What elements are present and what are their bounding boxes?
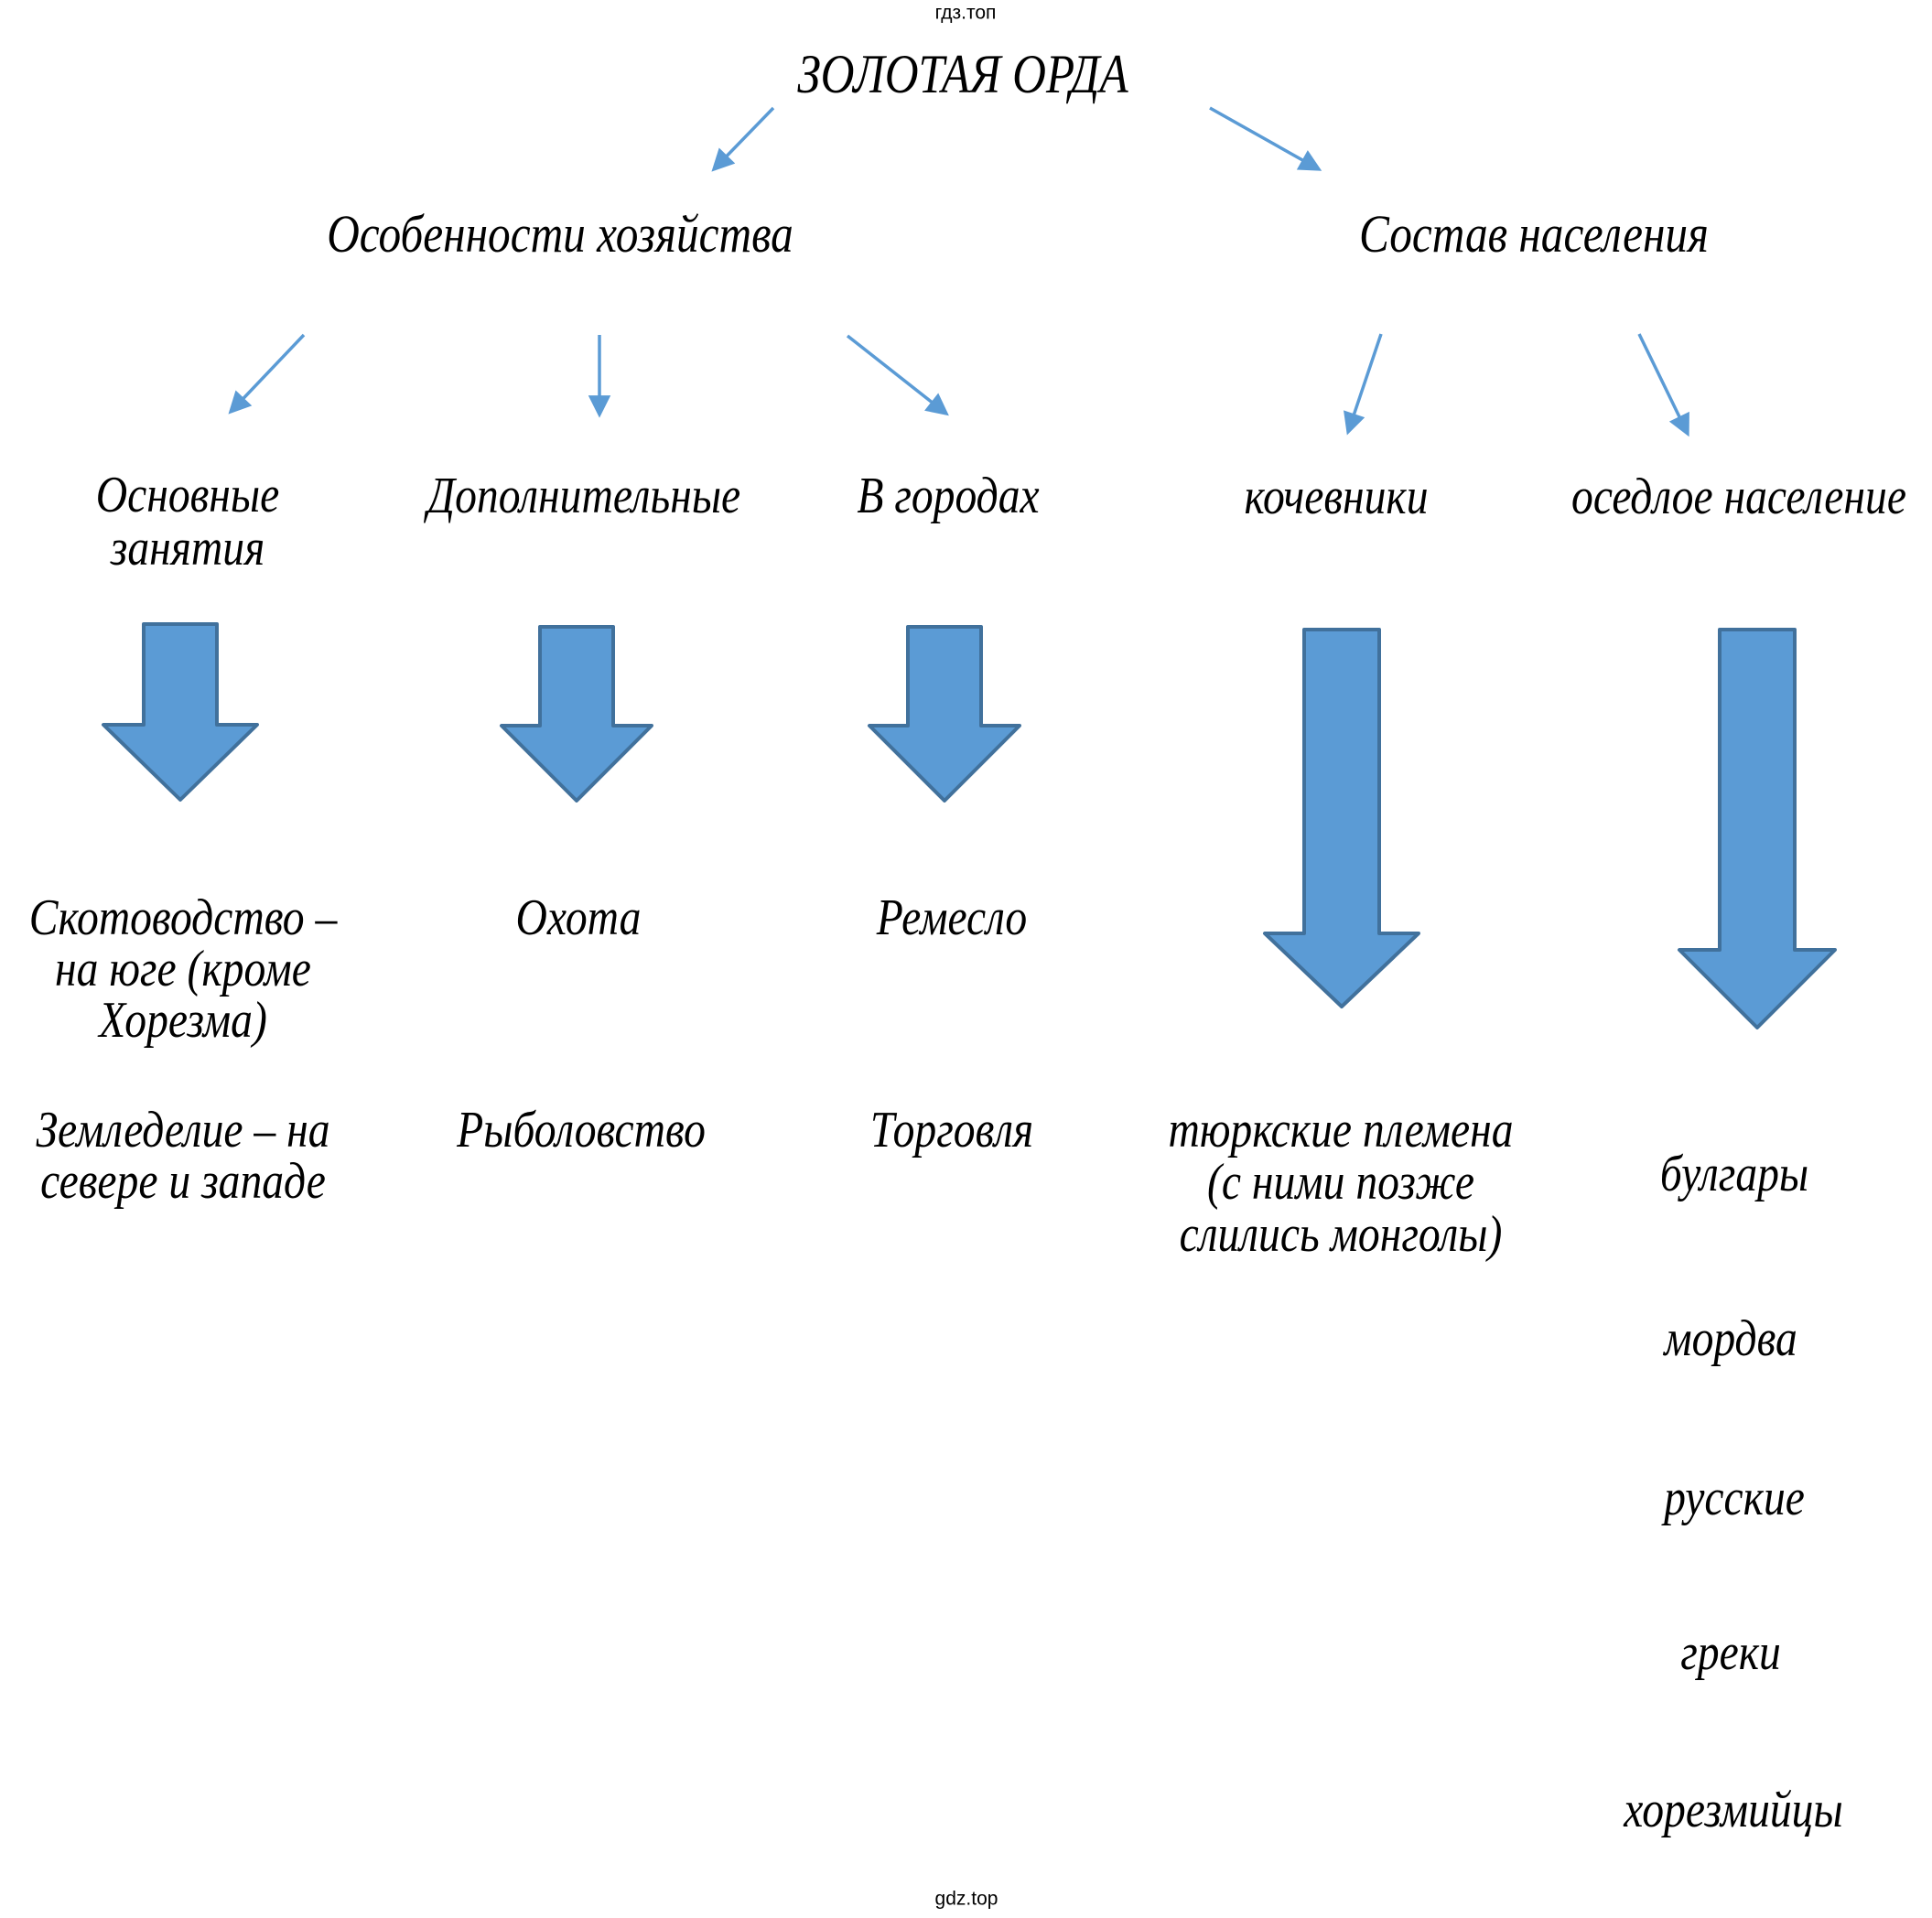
people-khorezmians: хорезмийцы [1624, 1782, 1843, 1838]
connector-economy-to-in-cities [846, 334, 949, 416]
result-cattle-line1: Скотоводство – [28, 889, 338, 946]
node-in-cities-label: В городах [857, 468, 1040, 524]
block-arrow-nomads [1263, 628, 1420, 1008]
people-greeks: греки [1680, 1624, 1781, 1681]
node-additional-label: Дополнительные [426, 468, 741, 524]
node-main-occupations-line1: Основные [95, 467, 280, 523]
result-farming-line1: Земледелие – на [36, 1102, 330, 1158]
site-watermark-header: гдз.топ [934, 2, 997, 24]
connector-economy-to-main-occupations [228, 333, 306, 415]
result-turkic-line1: тюркские племена [1168, 1102, 1514, 1158]
node-main-occupations-line2: занятия [110, 520, 265, 576]
connector-population-to-nomads [1344, 333, 1383, 436]
block-arrow-settled [1678, 628, 1837, 1029]
result-turkic-line2: (с ними позже [1206, 1154, 1475, 1211]
diagram-title: ЗОЛОТАЯ ОРДА [797, 44, 1128, 104]
people-russians: русские [1664, 1470, 1805, 1526]
people-bulgars: булгары [1659, 1146, 1809, 1202]
result-cattle-line3: Хорезма) [99, 992, 267, 1049]
connector-root-to-economy [711, 106, 775, 172]
result-cattle-line2: на юге (кроме [55, 941, 311, 997]
node-settled-label: оседлое население [1571, 469, 1906, 525]
block-arrow-main-occupations [102, 622, 259, 802]
node-main-occupations-label: Основные занятия [96, 469, 280, 575]
result-turkic-tribes: тюркские племена (с ними позже слились м… [1168, 1104, 1513, 1261]
connector-root-to-population [1209, 106, 1322, 171]
result-farming: Земледелие – на севере и западе [36, 1104, 329, 1207]
branch-population-label: Состав населения [1359, 204, 1709, 264]
result-trade: Торговля [869, 1102, 1034, 1158]
result-cattle-breeding: Скотоводство – на юге (кроме Хорезма) [29, 892, 338, 1046]
connector-population-to-settled [1637, 333, 1689, 437]
result-farming-line2: севере и западе [40, 1153, 326, 1210]
result-turkic-line3: слились монголы) [1179, 1206, 1503, 1263]
node-nomads-label: кочевники [1244, 469, 1429, 525]
result-hunting: Охота [515, 889, 642, 946]
branch-economy-label: Особенности хозяйства [327, 204, 793, 264]
block-arrow-additional [500, 625, 653, 803]
result-crafts: Ремесло [876, 889, 1028, 946]
site-watermark-footer: gdz.top [934, 1888, 998, 1910]
people-mordva: мордва [1664, 1310, 1797, 1367]
block-arrow-in-cities [868, 625, 1021, 803]
result-fishing: Рыболовство [457, 1102, 706, 1158]
